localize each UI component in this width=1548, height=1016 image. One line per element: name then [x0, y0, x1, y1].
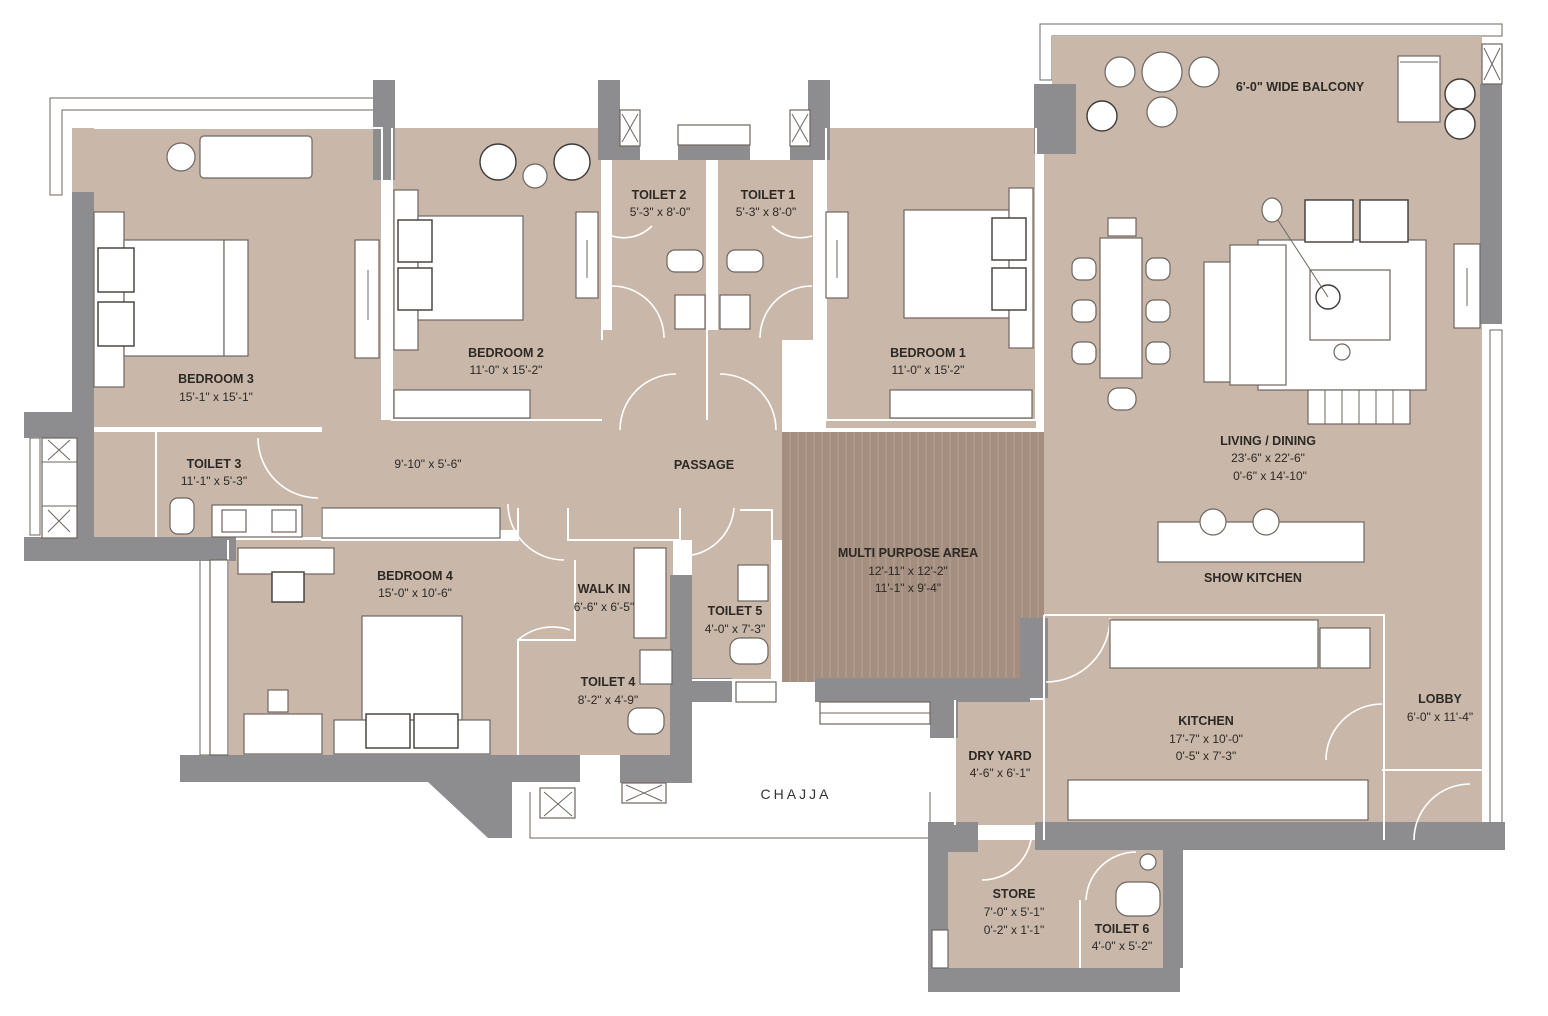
- label-multipurpose-dim1: 12'-11" x 12'-2": [868, 564, 948, 578]
- label-toilet1: TOILET 1: [741, 188, 796, 202]
- dryyard-floor: [955, 700, 1045, 825]
- toilet3-fixtures: [169, 497, 501, 539]
- label-toilet2-dim: 5'-3" x 8'-0": [630, 205, 690, 219]
- windows: [41, 43, 1503, 969]
- partitions: [94, 127, 1482, 968]
- label-living-dim1: 23'-6" x 22'-6": [1231, 451, 1305, 465]
- label-dry-yard-dim: 4'-6" x 6'-1": [970, 766, 1030, 780]
- label-walkin: WALK IN: [578, 582, 631, 596]
- label-toilet6-dim: 4'-0" x 5'-2": [1092, 939, 1152, 953]
- label-lobby-dim: 6'-0" x 11'-4": [1407, 710, 1473, 724]
- deck-planks: [789, 432, 1039, 682]
- bedroom2-furniture: [393, 143, 599, 419]
- label-chajja: CHAJJA: [761, 786, 832, 802]
- label-toilet5: TOILET 5: [708, 604, 763, 618]
- label-kitchen: KITCHEN: [1178, 714, 1234, 728]
- bedroom3-furniture: [93, 135, 380, 388]
- toilet12-fixtures: [666, 249, 764, 330]
- label-multipurpose-dim2: 11'-1" x 9'-4": [875, 581, 941, 595]
- kitchen-fixtures: [1067, 619, 1371, 821]
- label-lobby: LOBBY: [1418, 692, 1462, 706]
- label-store-dim1: 7'-0" x 5'-1": [984, 905, 1044, 919]
- label-balcony: 6'-0" WIDE BALCONY: [1236, 80, 1365, 94]
- lobby-floor: [1384, 615, 1482, 840]
- label-walkin-dim: 6'-6" x 6'-5": [574, 600, 634, 614]
- label-dry-yard: DRY YARD: [968, 749, 1031, 763]
- label-bedroom1-dim: 11'-0" x 15'-2": [892, 363, 965, 377]
- store-floor: [948, 840, 1083, 968]
- label-toilet6: TOILET 6: [1095, 922, 1150, 936]
- label-toilet3-dim: 11'-1" x 5'-3": [181, 474, 247, 488]
- label-multipurpose: MULTI PURPOSE AREA: [838, 546, 978, 560]
- label-bedroom3-dim: 15'-1" x 15'-1": [179, 390, 253, 404]
- label-toilet2: TOILET 2: [632, 188, 687, 202]
- room-labels: 6'-0" WIDE BALCONY TOILET 2 5'-3" x 8'-0…: [178, 80, 1473, 953]
- doors: [257, 225, 1471, 901]
- bedroom1-furniture: [825, 187, 1034, 419]
- label-bedroom4-dim: 15'-0" x 10'-6": [378, 586, 452, 600]
- label-living-dim2: 0'-6" x 14'-10": [1233, 469, 1307, 483]
- bedroom4-furniture: [237, 547, 491, 755]
- label-kitchen-dim1: 17'-7" x 10'-0": [1169, 732, 1243, 746]
- furniture: [93, 51, 1481, 917]
- walkin-fixtures: [627, 547, 769, 735]
- label-bedroom1: BEDROOM 1: [890, 346, 966, 360]
- label-passage-dim: 9'-10" x 5'-6": [394, 457, 461, 471]
- corridor-floor: [672, 510, 782, 540]
- balcony-furniture: [1086, 51, 1476, 140]
- passage-floor-2: [600, 330, 782, 430]
- label-toilet4: TOILET 4: [581, 675, 636, 689]
- label-bedroom4: BEDROOM 4: [377, 569, 453, 583]
- label-bedroom2: BEDROOM 2: [468, 346, 544, 360]
- label-show-kitchen: SHOW KITCHEN: [1204, 571, 1302, 585]
- label-passage: PASSAGE: [674, 458, 734, 472]
- label-store-dim2: 0'-2" x 1'-1": [984, 923, 1044, 937]
- label-kitchen-dim2: 0'-5" x 7'-3": [1176, 749, 1236, 763]
- label-toilet1-dim: 5'-3" x 8'-0": [736, 205, 796, 219]
- label-bedroom3: BEDROOM 3: [178, 372, 254, 386]
- label-toilet4-dim: 8'-2" x 4'-9": [578, 693, 638, 707]
- label-living: LIVING / DINING: [1220, 434, 1316, 448]
- living-furniture: [1071, 197, 1481, 563]
- label-toilet3: TOILET 3: [187, 457, 242, 471]
- label-toilet5-dim: 4'-0" x 7'-3": [705, 622, 765, 636]
- label-store: STORE: [993, 887, 1036, 901]
- label-bedroom2-dim: 11'-0" x 15'-2": [470, 363, 543, 377]
- store-fixtures: [1115, 853, 1161, 917]
- multipurpose-floor[interactable]: [782, 432, 1044, 682]
